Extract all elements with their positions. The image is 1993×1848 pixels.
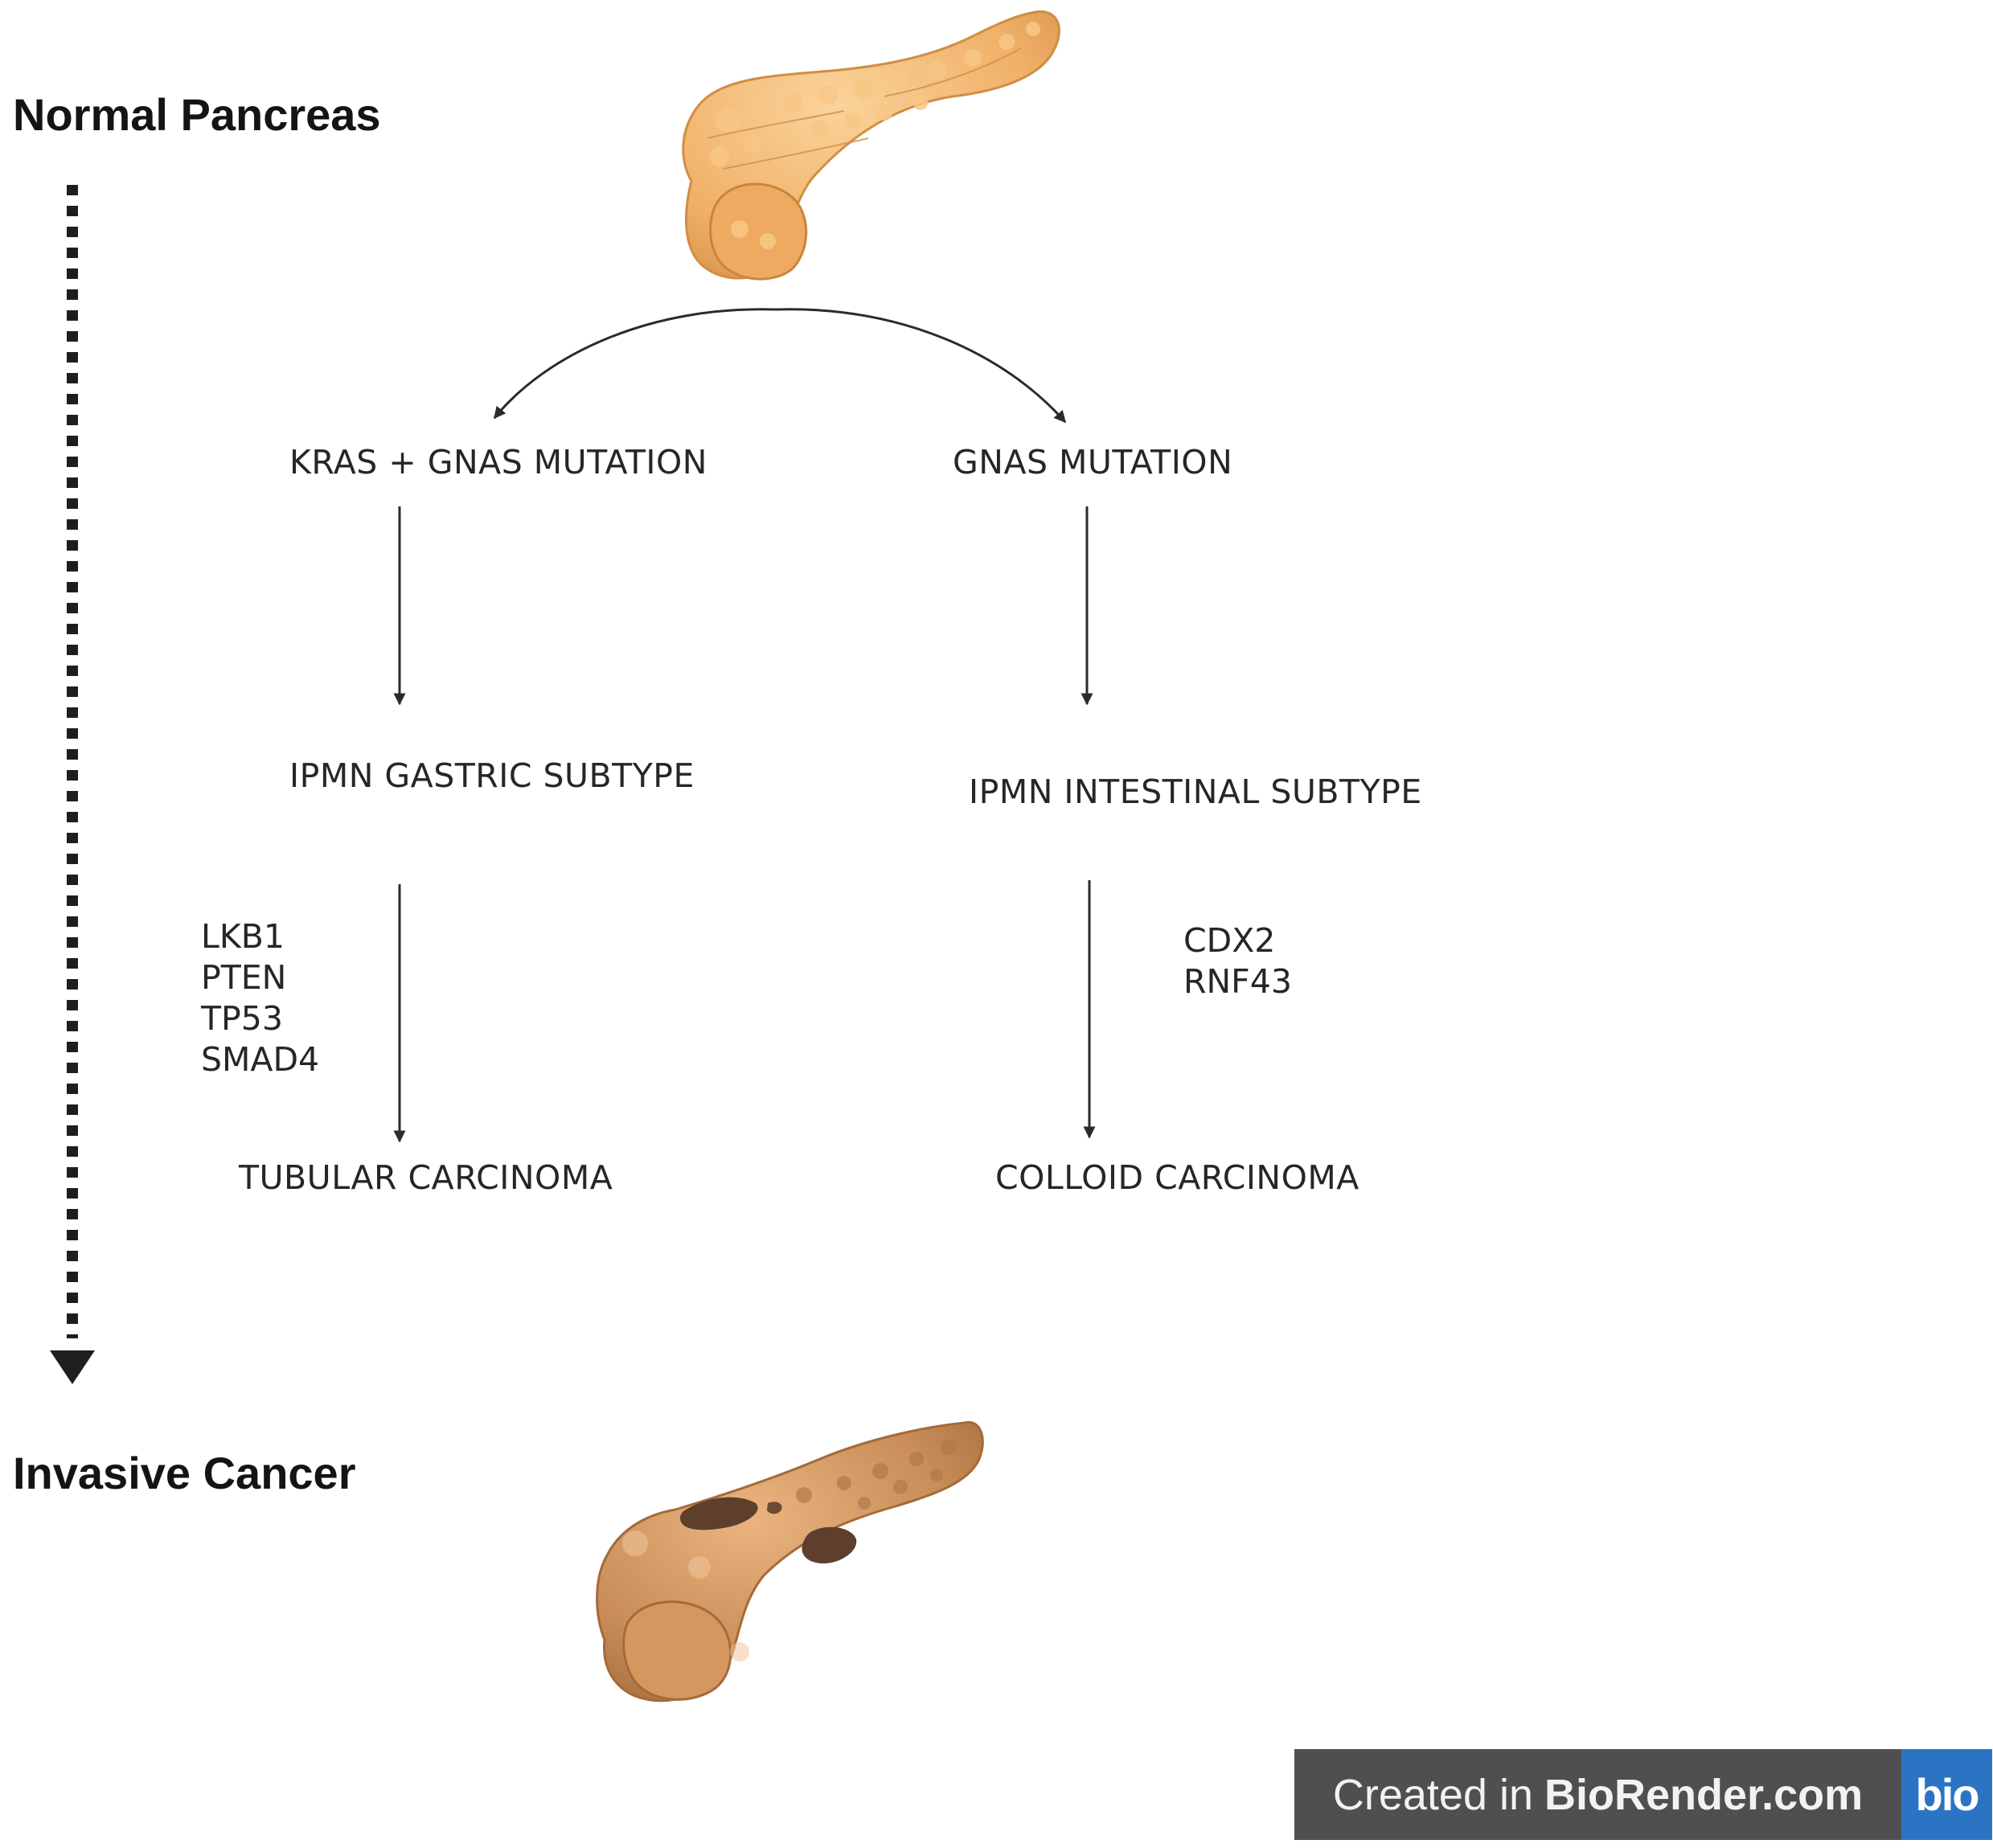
gene-label: TP53	[201, 999, 283, 1038]
branch-arrow-left	[493, 308, 777, 420]
gene-label: RNF43	[1183, 962, 1292, 1001]
watermark-text: Created in BioRender.com	[1294, 1749, 1901, 1840]
progression-arrowhead-icon	[50, 1350, 95, 1384]
biorender-logo-icon: bio	[1901, 1749, 1992, 1840]
branch-arrow-right	[775, 308, 1067, 424]
right-mutation-label: GNAS MUTATION	[953, 443, 1233, 481]
watermark-prefix: Created in	[1332, 1770, 1534, 1819]
gene-label: SMAD4	[201, 1040, 320, 1079]
right-subtype-label: IPMN INTESTINAL SUBTYPE	[969, 772, 1422, 811]
left-subtype-label: IPMN GASTRIC SUBTYPE	[289, 756, 695, 795]
progression-arrow	[50, 185, 95, 1384]
right-gene-list: CDX2 RNF43	[1183, 920, 1292, 1002]
tumor-lesion-icon	[679, 1497, 758, 1530]
stage-title-invasive-cancer: Invasive Cancer	[13, 1448, 356, 1498]
tumor-lesion-icon	[767, 1502, 782, 1514]
branch-split-arrows	[493, 308, 1067, 424]
left-outcome-label: TUBULAR CARCINOMA	[239, 1158, 613, 1197]
normal-pancreas-icon	[682, 10, 1060, 281]
stage-title-normal-pancreas: Normal Pancreas	[13, 89, 381, 140]
gene-label: CDX2	[1183, 921, 1276, 960]
left-mutation-label: KRAS + GNAS MUTATION	[289, 443, 707, 481]
cancerous-pancreas-icon	[596, 1420, 984, 1703]
left-gene-list: LKB1 PTEN TP53 SMAD4	[201, 916, 319, 1080]
gene-label: LKB1	[201, 917, 285, 956]
right-outcome-label: COLLOID CARCINOMA	[995, 1158, 1359, 1197]
watermark-brand: BioRender.com	[1544, 1770, 1864, 1819]
biorender-watermark: Created in BioRender.com bio	[1294, 1749, 1992, 1840]
tumor-lesion-icon	[802, 1526, 857, 1563]
gene-label: PTEN	[201, 958, 287, 997]
